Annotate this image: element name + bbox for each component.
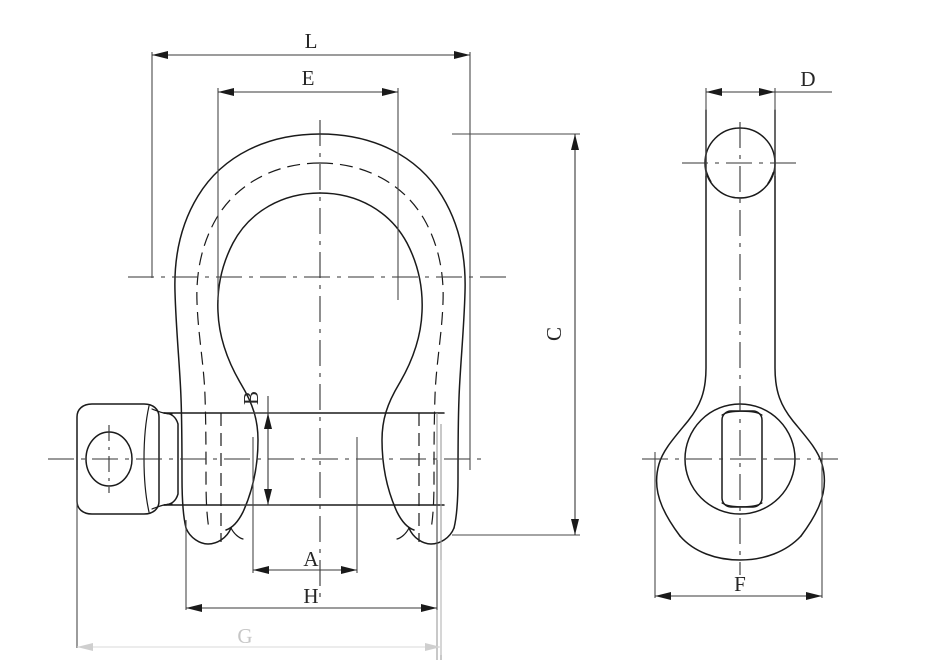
dim-label-H: H <box>303 584 318 608</box>
dim-label-C: C <box>542 327 566 341</box>
dim-label-G: G <box>237 624 252 648</box>
dimension-G: G <box>76 470 442 655</box>
dim-F-arrow-right <box>806 592 822 600</box>
dim-C-arrow-bottom <box>571 519 579 535</box>
dim-E-arrow-left <box>218 88 234 96</box>
bow-material-centerline-right <box>319 162 444 530</box>
right-leg-inner-bottom-cap <box>396 527 410 540</box>
dimension-B: B <box>239 391 290 506</box>
dimension-D: D <box>705 67 832 176</box>
right-leg-bottom-cap <box>408 527 455 545</box>
dim-E-arrow-right <box>382 88 398 96</box>
dim-H-arrow-left <box>186 604 202 612</box>
dimension-H: H <box>185 460 438 612</box>
side-view-bulb-bottom <box>679 535 802 561</box>
dimension-F: F <box>654 452 823 600</box>
dim-label-D: D <box>800 67 815 91</box>
dimension-L: L <box>151 29 471 470</box>
dimension-A: A <box>252 437 358 574</box>
dim-label-B: B <box>239 391 263 405</box>
side-view-right-profile <box>774 109 826 537</box>
bow-inner-left-profile <box>217 192 321 531</box>
dim-label-E: E <box>302 66 315 90</box>
side-view: D F <box>642 67 838 600</box>
bow-material-centerline-left <box>196 162 321 530</box>
front-view: L E C B <box>48 29 580 660</box>
bolt-collar-lower <box>151 503 173 510</box>
dim-G-arrow-left <box>77 643 93 651</box>
dim-A-arrow-left <box>253 566 269 574</box>
side-view-pin-circle-hidden-arc <box>705 169 775 199</box>
dimension-C: C <box>452 133 580 536</box>
bow-outer-right-profile <box>319 133 466 529</box>
dim-A-arrow-right <box>341 566 357 574</box>
dim-label-L: L <box>305 29 318 53</box>
dim-D-arrow-left <box>706 88 722 96</box>
dim-G-arrow-right <box>425 643 441 651</box>
dim-label-A: A <box>303 547 319 571</box>
bolt-collar-upper <box>151 408 173 415</box>
side-view-bolt-shank-bottom-cap <box>721 502 763 508</box>
dim-D-arrow-right <box>759 88 775 96</box>
dim-F-arrow-left <box>655 592 671 600</box>
bow-inner-right-profile <box>319 192 423 531</box>
dim-B-arrow-top <box>264 413 272 429</box>
side-view-bolt-shank-top-cap <box>721 410 763 416</box>
dim-C-arrow-top <box>571 134 579 150</box>
bolt-head-body <box>76 403 160 515</box>
dim-L-arrow-right <box>454 51 470 59</box>
side-view-left-profile <box>655 109 707 537</box>
dim-B-arrow-bottom <box>264 489 272 505</box>
left-leg-inner-bottom-cap <box>230 527 244 540</box>
bow-outer-left-profile <box>174 133 321 529</box>
dim-H-arrow-right <box>421 604 437 612</box>
dim-label-F: F <box>734 572 746 596</box>
dimension-E: E <box>217 66 399 300</box>
left-leg-bottom-cap <box>185 527 232 545</box>
dim-L-arrow-left <box>152 51 168 59</box>
